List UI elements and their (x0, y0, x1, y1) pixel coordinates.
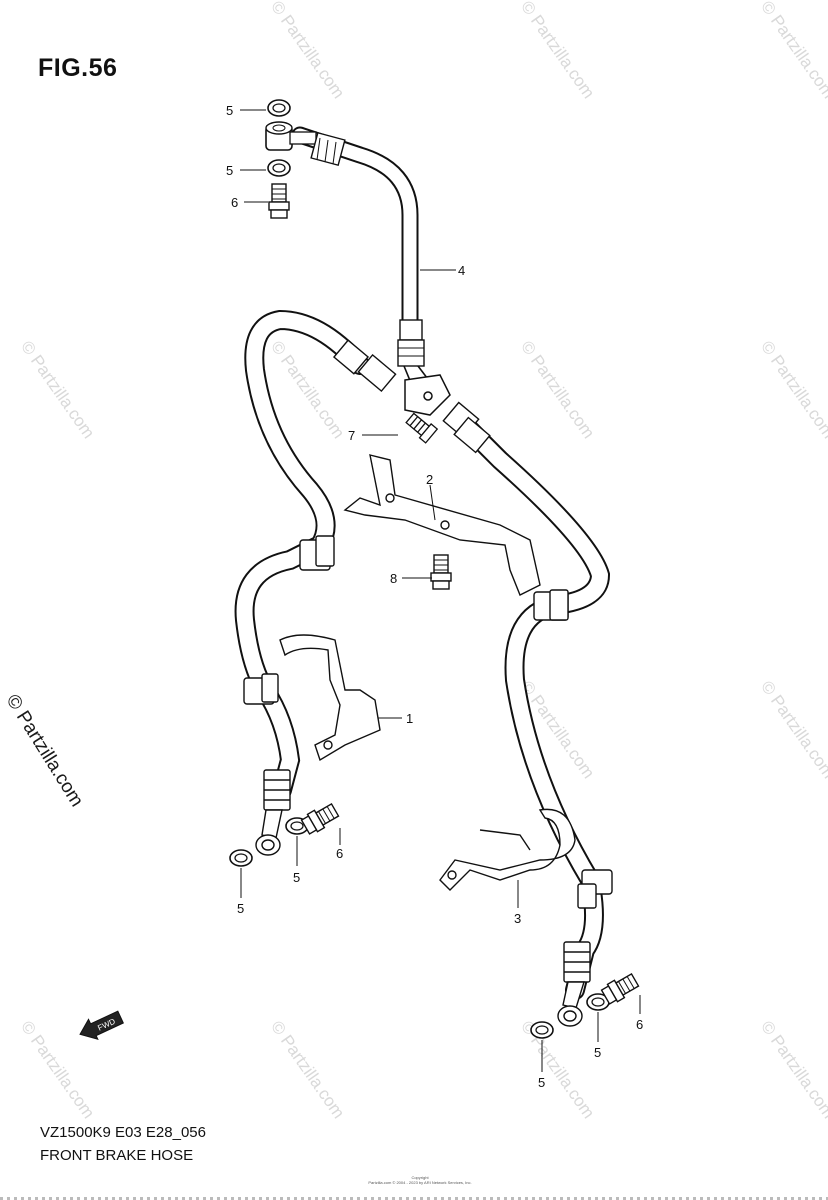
bottom-dashed-rule (0, 1197, 828, 1200)
callout-part-5: 5 (293, 870, 300, 885)
callout-part-4: 4 (458, 263, 465, 278)
callout-part-3: 3 (514, 911, 521, 926)
callout-part-5: 5 (226, 163, 233, 178)
banjo-fitting-top (265, 121, 346, 167)
copyright-line: Partzilla.com © 2004 - 2023 by ARI Netwo… (368, 1180, 472, 1185)
copyright-line: Copyright (411, 1175, 429, 1180)
hose-right-fittings (442, 401, 613, 1027)
copyright-notice: Copyright Partzilla.com © 2004 - 2023 by… (320, 1175, 520, 1185)
washer-top-b (267, 159, 291, 177)
model-code: VZ1500K9 E03 E28_056 (40, 1124, 206, 1141)
clamp-1 (279, 634, 381, 762)
callout-part-5: 5 (594, 1045, 601, 1060)
figure-title: FIG.56 (38, 54, 118, 82)
banjo-bolt-top (268, 183, 290, 219)
hose-left-fittings (243, 339, 397, 856)
leader-lines (240, 109, 641, 1072)
callout-part-5: 5 (226, 103, 233, 118)
hose-upper-lower-fitting (397, 319, 441, 401)
callout-part-6: 6 (336, 846, 343, 861)
washer-left-a (229, 849, 253, 867)
washer-right-a (530, 1021, 554, 1039)
callout-part-7: 7 (348, 428, 355, 443)
callout-part-1: 1 (406, 711, 413, 726)
hose-upper (291, 126, 419, 329)
bolt-8 (430, 554, 452, 590)
callout-part-6: 6 (231, 195, 238, 210)
bolt-7 (405, 412, 439, 444)
callout-part-2: 2 (426, 472, 433, 487)
forward-arrow-icon: FWD (79, 1010, 124, 1041)
three-way-joint (404, 374, 451, 416)
clamp-3 (439, 808, 576, 891)
callout-part-5: 5 (237, 901, 244, 916)
washer-top-a (267, 99, 291, 117)
bracket-2 (343, 454, 541, 596)
callout-part-5: 5 (538, 1075, 545, 1090)
callout-part-8: 8 (390, 571, 397, 586)
callout-part-6: 6 (636, 1017, 643, 1032)
diagram-name: FRONT BRAKE HOSE (40, 1147, 194, 1164)
